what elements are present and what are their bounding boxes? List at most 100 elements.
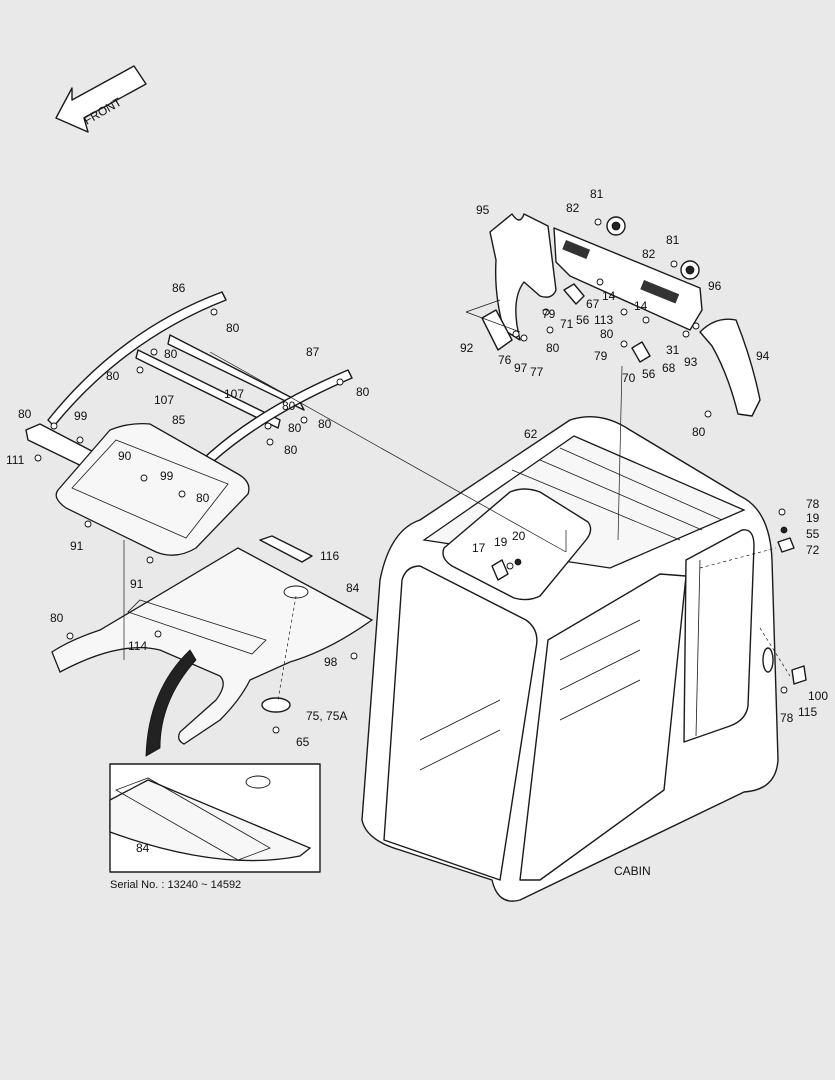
callout: 77	[530, 365, 544, 379]
callout: 100	[808, 689, 828, 703]
callout: 80	[282, 399, 296, 413]
speaker-81-a	[606, 216, 626, 236]
pillar-trim-95	[489, 213, 557, 341]
reference-line-d	[617, 365, 623, 541]
callout: 99	[160, 469, 174, 483]
callout: 72	[806, 543, 820, 557]
callout: 86	[172, 281, 186, 295]
callout: 80	[226, 321, 240, 335]
callout: 80	[106, 369, 120, 383]
nut-20	[514, 558, 522, 566]
callout: 55	[806, 527, 820, 541]
part-callouts: 86 80 80 80 107 107 87 80 80 99 85 80 11…	[6, 187, 828, 749]
washer-55	[780, 526, 788, 534]
bracket-70	[631, 341, 651, 363]
callout: 71	[560, 317, 574, 331]
callout: 20	[512, 529, 526, 543]
reference-line-e	[465, 299, 501, 313]
callout: 115	[798, 705, 817, 719]
callout: 80	[164, 347, 178, 361]
callout: 65	[296, 735, 310, 749]
callout: 107	[224, 387, 244, 401]
grip-92	[481, 309, 513, 351]
bracket-56	[563, 283, 585, 305]
roof-rail-86	[47, 291, 227, 427]
callout: 56	[576, 313, 590, 327]
pillar-trim-94	[699, 318, 761, 417]
callout: 14	[634, 299, 648, 313]
callout: 91	[130, 577, 144, 591]
callout: 17	[472, 541, 486, 555]
callout: 107	[154, 393, 174, 407]
callout: 82	[642, 247, 656, 261]
callout: 98	[324, 655, 338, 669]
headliner-85	[55, 422, 250, 556]
callout: 80	[284, 443, 298, 457]
roof-liner-84	[51, 547, 374, 745]
callout: 92	[460, 341, 474, 355]
callout: 99	[74, 409, 88, 423]
callout: 94	[756, 349, 770, 363]
roof-rail-87	[175, 369, 353, 495]
callout: 93	[684, 355, 698, 369]
reference-line-g	[699, 547, 777, 569]
rear-panel-96	[553, 227, 703, 331]
callout: 67	[586, 297, 600, 311]
callout: 84	[346, 581, 360, 595]
callout: 113	[594, 313, 613, 327]
bracket-17	[491, 559, 509, 581]
washer-19	[506, 562, 514, 570]
callout: 82	[566, 201, 580, 215]
callout: 80	[546, 341, 560, 355]
front-arrow-icon	[55, 65, 147, 133]
callout: 87	[306, 345, 320, 359]
callout: 97	[514, 361, 528, 375]
callout: 79	[594, 349, 608, 363]
cover-75	[261, 595, 297, 713]
callout: 91	[70, 539, 84, 553]
callout: 80	[288, 421, 302, 435]
reference-line-a	[209, 351, 567, 553]
callout: 76	[498, 353, 512, 367]
inset-pointer-arrow	[145, 649, 197, 757]
callout: 14	[602, 289, 616, 303]
callout: 19	[806, 511, 820, 525]
callout: 78	[806, 497, 820, 511]
callout: 78	[780, 711, 794, 725]
callout: 114	[128, 639, 147, 653]
callout: 62	[524, 427, 538, 441]
inset-part-label: 84	[136, 841, 150, 855]
callout: 111	[6, 453, 25, 467]
inset-box	[109, 763, 321, 873]
assembly-label: CABIN	[614, 864, 651, 878]
roof-rail-107-a	[167, 334, 305, 411]
callout: 80	[196, 491, 210, 505]
callout: 80	[692, 425, 706, 439]
callout: 85	[172, 413, 186, 427]
callout: 96	[708, 279, 722, 293]
cabin-62	[361, 415, 779, 902]
callout: 70	[622, 371, 636, 385]
bracket-72	[777, 537, 795, 553]
bracket-100	[791, 665, 807, 685]
callout: 95	[476, 203, 490, 217]
callout: 80	[318, 417, 332, 431]
callout: 31	[666, 343, 680, 357]
reference-line-f	[465, 311, 521, 333]
callout: 90	[118, 449, 132, 463]
speaker-81-b	[680, 260, 700, 280]
callout: 75, 75A	[306, 709, 347, 723]
callout: 80	[600, 327, 614, 341]
callout: 80	[18, 407, 32, 421]
callout: 81	[666, 233, 680, 247]
callout: 116	[320, 549, 339, 563]
callout: 68	[662, 361, 676, 375]
serial-note: Serial No. : 13240 ~ 14592	[110, 879, 241, 891]
callout: 79	[542, 307, 556, 321]
callout: 80	[356, 385, 370, 399]
roof-rail-107-b	[135, 349, 281, 429]
plate-116	[259, 535, 313, 563]
callout: 56	[642, 367, 656, 381]
